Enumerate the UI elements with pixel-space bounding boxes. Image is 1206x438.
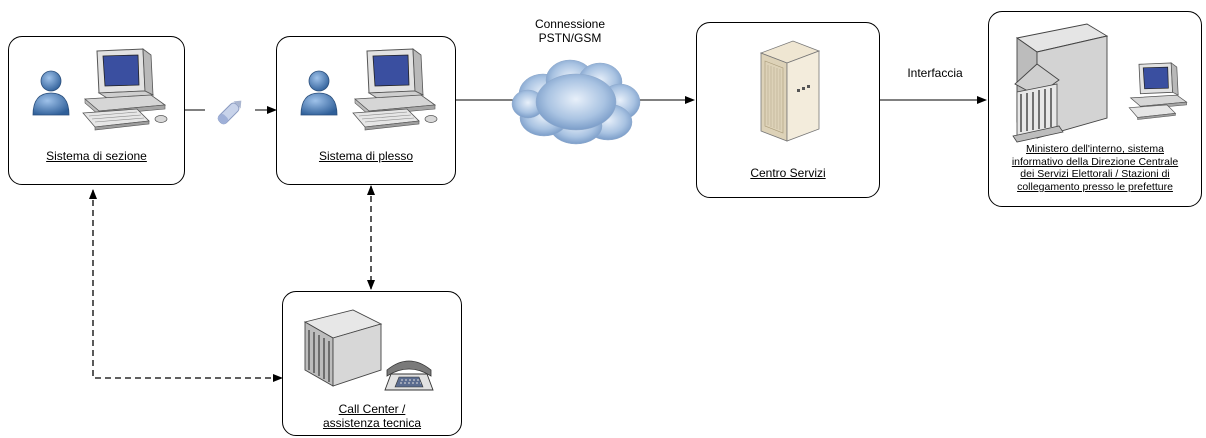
- node-call-center-label-line-2: assistenza tecnica: [322, 416, 422, 430]
- call-center-building-icon: [303, 309, 383, 387]
- node-centro-servizi-label: Centro Servizi: [750, 166, 826, 180]
- node-sistema-di-plesso[interactable]: Sistema di plesso: [276, 36, 456, 185]
- node-ministero-label-line-3: dei Servizi Elettorali / Stazioni di: [1020, 168, 1170, 180]
- node-sistema-di-sezione-label: Sistema di sezione: [46, 149, 147, 163]
- edge-sezione-to-callcenter: [89, 189, 283, 382]
- user-icon: [32, 70, 70, 116]
- node-ministero-label-line-4: collegamento presso le prefetture: [1017, 180, 1173, 193]
- user-icon: [300, 70, 338, 116]
- connection-label-line-1: Connessione: [534, 17, 606, 31]
- node-call-center-label-line-1: Call Center /: [338, 402, 406, 416]
- node-ministero[interactable]: Ministero dell'interno, sistema informat…: [988, 11, 1202, 207]
- node-sistema-di-sezione[interactable]: Sistema di sezione: [8, 36, 185, 185]
- government-building-icon: [1012, 23, 1109, 143]
- computer-icon: [1128, 62, 1188, 120]
- node-centro-servizi[interactable]: Centro Servizi: [696, 22, 880, 198]
- interface-label: Interfaccia: [907, 66, 963, 80]
- node-sistema-di-plesso-label: Sistema di plesso: [318, 149, 414, 163]
- telephone-icon: [384, 360, 434, 391]
- server-icon: [759, 40, 821, 142]
- connection-label-line-2: PSTN/GSM: [538, 31, 602, 45]
- cloud-icon: [511, 59, 641, 145]
- node-ministero-label: Ministero dell'interno, sistema informat…: [989, 143, 1201, 193]
- node-ministero-label-line-2: informativo della Direzione Centrale: [1011, 155, 1179, 168]
- node-call-center-label: Call Center / assistenza tecnica: [283, 402, 461, 430]
- computer-icon: [352, 48, 438, 131]
- pencil-icon: [217, 100, 242, 125]
- computer-icon: [82, 48, 168, 131]
- node-call-center[interactable]: Call Center / assistenza tecnica: [282, 291, 462, 436]
- connection-label: Connessione PSTN/GSM: [515, 17, 625, 45]
- node-ministero-label-line-1: Ministero dell'interno, sistema: [1026, 143, 1164, 155]
